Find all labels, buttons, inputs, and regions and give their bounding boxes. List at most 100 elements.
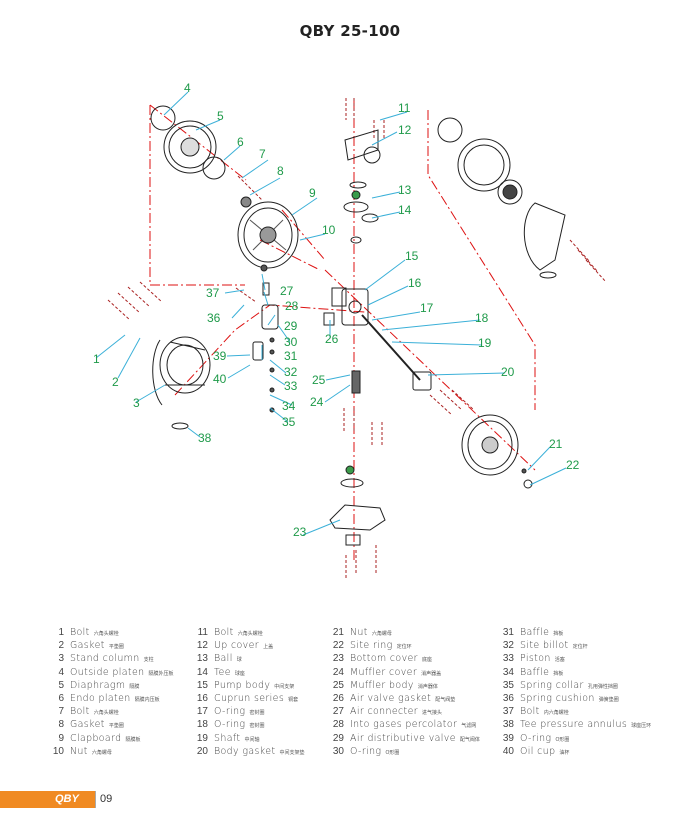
left-stand-column — [107, 281, 211, 430]
air-valve-parts — [235, 264, 347, 413]
legend-chinese-name: 挡板 — [553, 631, 564, 637]
callout-37: 37 — [206, 286, 220, 300]
legend-number: 36 — [502, 692, 514, 704]
callout-17: 17 — [420, 301, 434, 315]
shaft-assembly — [361, 314, 533, 489]
legend-chinese-name: 消声器盖 — [421, 670, 442, 677]
legend-name: Endo platen — [70, 692, 131, 704]
legend-chinese-name: 隔膜外压板 — [148, 670, 174, 677]
legend-name: Up cover — [214, 640, 260, 652]
legend-name: Spring cushion — [520, 692, 595, 704]
leader-lines — [95, 91, 567, 536]
legend-chinese-name: 六角头螺栓 — [237, 631, 263, 637]
legend-number: 29 — [332, 732, 344, 744]
callout-9: 9 — [309, 186, 316, 200]
callout-20: 20 — [501, 365, 515, 379]
callout-35: 35 — [282, 415, 296, 429]
legend-chinese-name: 球 — [236, 657, 242, 664]
legend-number: 3 — [58, 653, 64, 665]
centerlines — [149, 100, 536, 560]
legend-number: 11 — [197, 627, 208, 638]
legend-name: Bolt — [520, 706, 540, 718]
legend-name: Ball — [214, 653, 233, 665]
exploded-view-diagram: 1 2 3 4 5 6 7 8 9 10 11 12 13 14 15 16 1… — [93, 81, 607, 580]
legend-number: 4 — [58, 666, 64, 678]
legend-chinese-name: 平垫圈 — [108, 723, 124, 730]
legend-name: Tee — [214, 666, 231, 678]
legend-chinese-name: 隔膜内压板 — [134, 696, 160, 703]
legend-number: 16 — [196, 692, 208, 704]
legend-number: 24 — [332, 666, 344, 678]
legend-chinese-name: 油杯 — [559, 749, 570, 756]
legend-number: 20 — [196, 745, 208, 757]
callout-34: 34 — [282, 399, 296, 413]
legend-chinese-name: O形圈 — [555, 736, 570, 743]
legend-name: Baffle — [520, 666, 550, 678]
callout-12: 12 — [398, 123, 412, 137]
legend-chinese-name: 密封圈 — [249, 723, 265, 730]
callout-36: 36 — [207, 311, 221, 325]
callout-19: 19 — [478, 336, 492, 350]
legend-number: 10 — [52, 745, 64, 757]
callout-24: 24 — [310, 395, 324, 409]
callout-22: 22 — [566, 458, 580, 472]
legend-chinese-name: 定位环 — [396, 644, 412, 651]
legend-name: Baffle — [520, 627, 550, 638]
callout-38: 38 — [198, 431, 212, 445]
callout-labels: 1 2 3 4 5 6 7 8 9 10 11 12 13 14 15 16 1… — [93, 81, 580, 539]
callout-13: 13 — [398, 183, 412, 197]
legend-number: 12 — [196, 640, 208, 652]
callout-15: 15 — [405, 249, 419, 263]
callout-16: 16 — [408, 276, 422, 290]
legend-number: 35 — [502, 679, 514, 691]
legend-chinese-name: 球座压环 — [631, 723, 652, 730]
legend-name: Air valve gasket — [350, 692, 432, 704]
legend-name: Tee pressure annulus — [520, 719, 628, 731]
legend-name: Piston — [520, 653, 551, 665]
callout-14: 14 — [398, 203, 412, 217]
legend-name: Shaft — [214, 732, 241, 744]
callout-7: 7 — [259, 147, 266, 161]
legend-chinese-name: 六角螺母 — [371, 631, 392, 637]
footer-divider — [95, 791, 96, 808]
legend-name: Oil cup — [520, 745, 556, 757]
legend-chinese-name: 气滤网 — [461, 723, 477, 730]
footer-brand: QBY — [55, 793, 79, 805]
legend-number: 18 — [196, 719, 208, 731]
legend-chinese-name: 配气阀体 — [459, 736, 480, 743]
callout-4: 4 — [184, 81, 191, 95]
callout-1: 1 — [93, 352, 100, 366]
legend-chinese-name: 六角螺母 — [91, 749, 112, 756]
legend-name: Bolt — [70, 706, 90, 718]
legend-number: 27 — [332, 706, 344, 718]
callout-28: 28 — [285, 299, 299, 313]
legend-number: 28 — [332, 719, 344, 731]
legend-number: 31 — [502, 627, 514, 638]
legend-chinese-name: 底座 — [421, 657, 432, 664]
legend-chinese-name: O形圈 — [385, 749, 400, 756]
legend-name: O-ring — [520, 732, 552, 744]
legend-chinese-name: 配气阀垫 — [435, 696, 456, 703]
legend-name: Gasket — [70, 640, 105, 652]
legend-number: 5 — [58, 679, 64, 691]
